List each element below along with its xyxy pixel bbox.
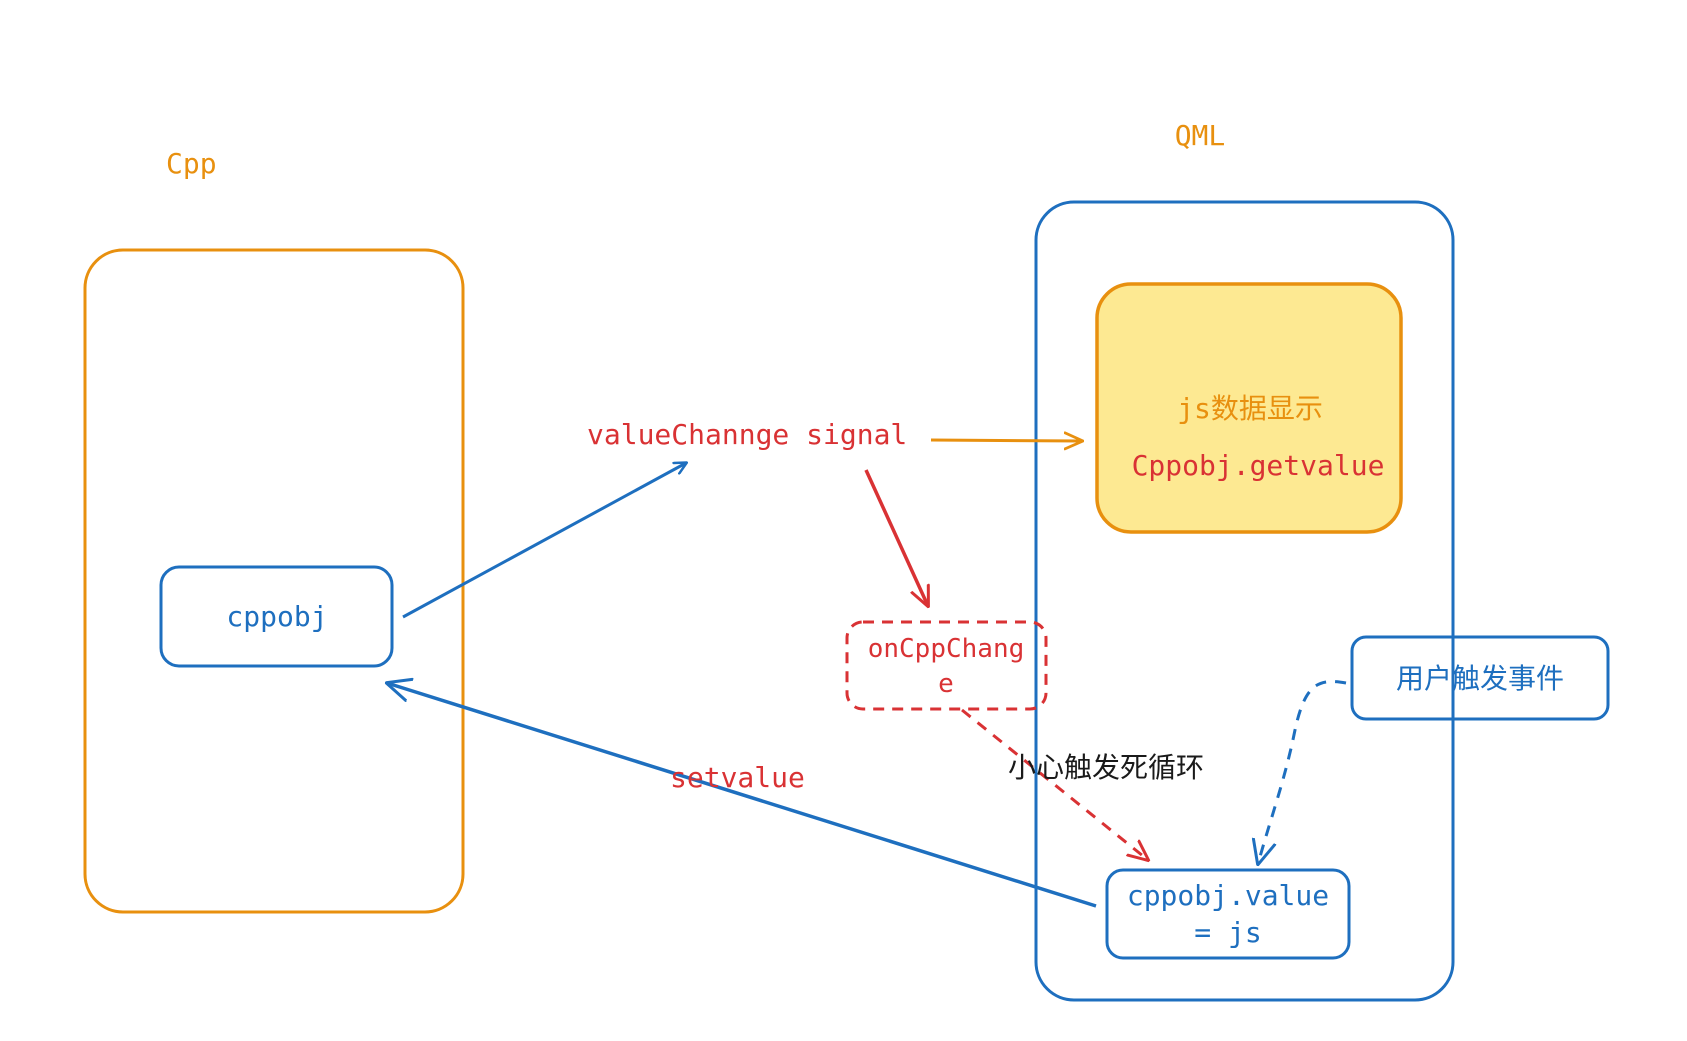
qml-title: QML (1175, 119, 1226, 152)
arrow-cppobj-to-signal (402, 463, 686, 619)
warning-label: 小心触发死循环 (1008, 751, 1204, 784)
user-event-label: 用户触发事件 (1396, 662, 1564, 695)
assign-box (1105, 868, 1351, 960)
user-event-box (1350, 635, 1610, 721)
js-display-title: js数据显示 (1177, 392, 1323, 425)
arrow-user-event-to-assign (1258, 680, 1347, 864)
assign-label-line2: = js (1194, 916, 1261, 949)
arrow-signal-to-on-change (864, 469, 928, 606)
cpp-title: Cpp (166, 147, 217, 180)
signal-label: valueChannge signal (587, 418, 907, 451)
arrow-signal-to-js-display (930, 440, 1082, 441)
on-change-label-line2: e (938, 669, 954, 699)
setvalue-label: setvalue (670, 761, 805, 794)
assign-label-line1: cppobj.value (1127, 879, 1329, 912)
arrow-on-change-to-assign (961, 708, 1148, 860)
cppobj-label: cppobj (226, 600, 327, 633)
on-change-box (845, 620, 1048, 711)
cppobj-box (159, 565, 394, 668)
arrow-assign-to-cppobj (387, 683, 1097, 908)
on-change-label-line1: onCppChang (868, 634, 1025, 664)
cpp-container (83, 248, 465, 914)
js-display-getter: Cppobj.getvalue (1132, 449, 1385, 482)
js-display-box (1095, 282, 1403, 534)
qml-container (1034, 200, 1455, 1002)
